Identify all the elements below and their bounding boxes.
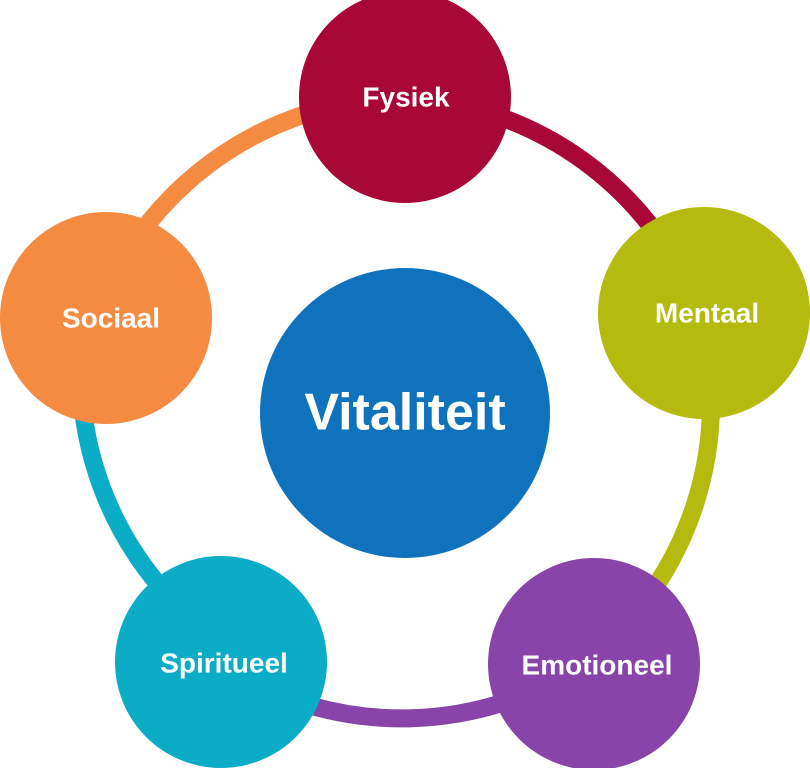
node-circle-fysiek: [299, 0, 511, 203]
ring-segment-mentaal-emotioneel: [645, 404, 720, 596]
node-circle-sociaal: [0, 212, 212, 424]
node-sociaal: Sociaal: [0, 212, 212, 424]
node-fysiek: Fysiek: [299, 0, 511, 203]
node-label-fysiek: Fysiek: [362, 81, 450, 112]
ring: [73, 105, 720, 728]
ring-segment-sociaal-fysiek: [135, 105, 309, 236]
node-spiritueel: Spiritueel: [115, 556, 327, 768]
node-circle-emotioneel: [488, 558, 700, 768]
node-circle-mentaal: [598, 207, 810, 419]
node-label-emotioneel: Emotioneel: [522, 649, 673, 680]
center-label: Vitaliteit: [304, 384, 505, 442]
center-node: Vitaliteit: [260, 268, 550, 558]
node-circle-spiritueel: [115, 556, 327, 768]
node-label-sociaal: Sociaal: [62, 302, 160, 333]
node-emotioneel: Emotioneel: [488, 558, 700, 768]
ring-segment-emotioneel-spiritueel: [309, 693, 508, 728]
node-mentaal: Mentaal: [598, 207, 810, 419]
center-circle: [260, 268, 550, 558]
ring-segment-fysiek-mentaal: [499, 109, 658, 231]
node-label-spiritueel: Spiritueel: [160, 647, 288, 678]
ring-segment-spiritueel-sociaal: [73, 399, 165, 590]
node-label-mentaal: Mentaal: [655, 297, 759, 328]
